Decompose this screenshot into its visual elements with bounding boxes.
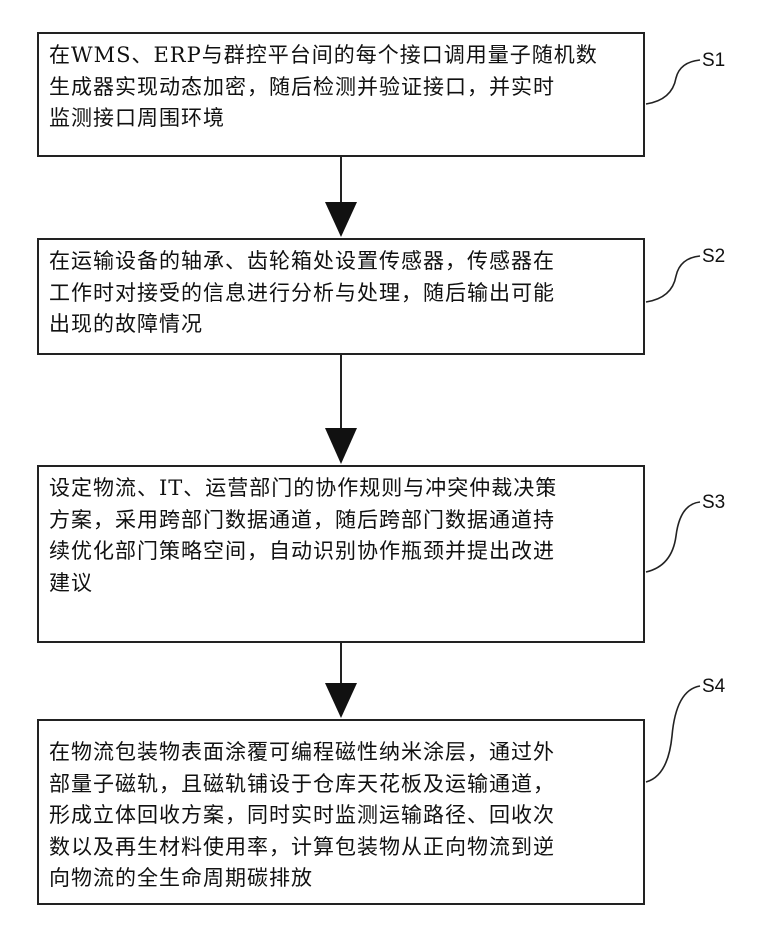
step-s4-label: S4 <box>702 676 725 698</box>
step-s3-label: S3 <box>702 492 725 514</box>
step-s1-label: S1 <box>702 50 725 72</box>
leader-line-s2 <box>646 256 700 302</box>
step-s1-text: 在WMS、ERP与群控平台间的每个接口调用量子随机数 生成器实现动态加密，随后检… <box>49 40 635 135</box>
step-s2-text: 在运输设备的轴承、齿轮箱处设置传感器，传感器在 工作时对接受的信息进行分析与处理… <box>49 246 635 341</box>
flow-arrow-s2-s3 <box>325 355 357 464</box>
step-s4-box: 在物流包装物表面涂覆可编程磁性纳米涂层，通过外 部量子磁轨，且磁轨铺设于仓库天花… <box>37 719 645 905</box>
leader-line-s3 <box>646 502 700 572</box>
leader-line-s1 <box>646 60 700 104</box>
leader-line-s4 <box>646 686 700 782</box>
step-s2-box: 在运输设备的轴承、齿轮箱处设置传感器，传感器在 工作时对接受的信息进行分析与处理… <box>37 238 645 355</box>
step-s4-text: 在物流包装物表面涂覆可编程磁性纳米涂层，通过外 部量子磁轨，且磁轨铺设于仓库天花… <box>49 737 635 895</box>
step-s2-label: S2 <box>702 246 725 268</box>
flow-arrow-s3-s4 <box>325 643 357 718</box>
step-s1-box: 在WMS、ERP与群控平台间的每个接口调用量子随机数 生成器实现动态加密，随后检… <box>37 32 645 157</box>
step-s3-box: 设定物流、IT、运营部门的协作规则与冲突仲裁决策 方案，采用跨部门数据通道，随后… <box>37 465 645 643</box>
flow-arrow-s1-s2 <box>325 157 357 237</box>
step-s3-text: 设定物流、IT、运营部门的协作规则与冲突仲裁决策 方案，采用跨部门数据通道，随后… <box>49 473 635 599</box>
